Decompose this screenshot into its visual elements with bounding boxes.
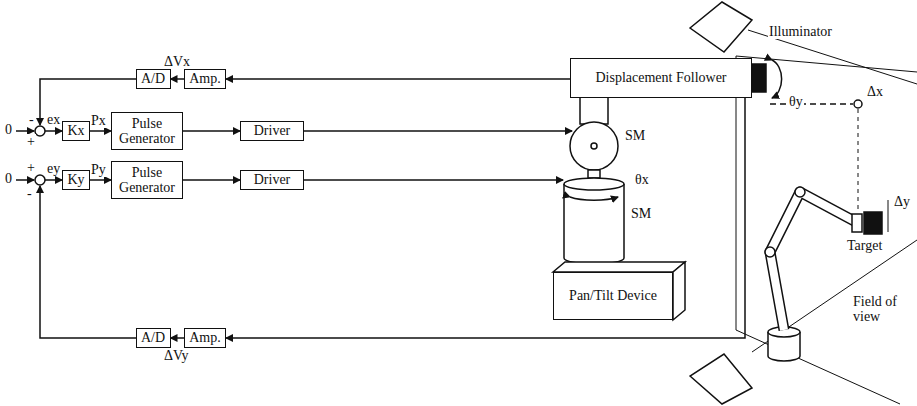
pan-motor [564,184,624,264]
input-line [16,130,34,132]
field-of-view [736,56,917,72]
signal-label: + [26,160,36,175]
signal-label: Δy [893,194,911,209]
box-text: Driver [254,172,291,187]
displacement-mark [888,200,889,232]
signal-label: Px [90,113,107,128]
signal-label: SM [630,206,652,221]
pan-motor-top [564,178,624,190]
box-text: Amp. [189,71,221,86]
box-text: Ky [67,172,84,187]
feedback-line [40,186,136,338]
error-line [45,179,62,181]
rotation-arrow [772,60,782,98]
pan-tilt-side [673,262,685,320]
signal-label: ΔVx [163,54,191,69]
signal-label: θy [788,94,804,109]
signal-label: - [28,112,35,127]
summing-junction [35,175,45,185]
signal-label: - [26,186,33,201]
gain-box: Ky [62,170,90,190]
pan-tilt-box: Pan/Tilt Device [553,272,673,320]
pan-tilt-top [553,262,685,272]
motor-shaft [591,143,597,149]
signal-connector [171,337,185,339]
signal-label: + [26,134,36,149]
signal-connector [183,130,240,132]
amplifier-box: Amp. [184,69,226,89]
summing-junction [35,126,45,136]
converter-box: A/D [136,69,171,89]
amplifier-box: Amp. [184,328,226,348]
signal-label: 0 [4,122,13,137]
driver-box: Driver [240,121,304,141]
signal-label: 0 [4,171,13,186]
gripper [852,214,862,232]
signal-label: Illuminator [768,24,833,39]
box-text: Kx [67,123,84,138]
box-text: Driver [254,123,291,138]
motor-bracket [580,98,608,124]
lens [752,64,766,92]
signal-connector [183,179,240,181]
box-text: A/D [141,330,165,345]
illuminator [690,2,752,52]
signal-label: Δx [866,84,884,99]
target-block [864,212,882,234]
box-text: Pulse Generator [115,165,179,196]
signal-label: Py [90,162,107,177]
signal-label: SM [624,128,646,143]
sensor-box: Displacement Follower [570,58,752,98]
generator-box: Pulse Generator [111,161,183,199]
error-line [45,130,62,132]
drive-line [304,179,563,181]
generator-box: Pulse Generator [111,112,183,150]
signal-label: ey [46,161,61,176]
signal-label: Target [846,238,883,253]
signal-label: ex [46,112,61,127]
signal-connector [226,78,570,80]
robot-arm [765,187,856,330]
signal-connector [226,98,745,338]
box-text: Pulse Generator [115,116,179,147]
gain-box: Kx [62,121,90,141]
converter-box: A/D [136,328,171,348]
target-point [854,100,862,108]
box-text: Amp. [189,330,221,345]
illuminator [690,354,752,404]
input-line [16,179,34,181]
box-text: Pan/Tilt Device [569,288,657,303]
signal-label: ΔVy [163,348,190,363]
projection-line [858,109,859,210]
drive-line [304,130,572,132]
signal-label: θx [634,172,650,187]
tilt-motor [570,122,618,170]
box-text: A/D [141,71,165,86]
motor-neck [588,170,600,178]
rotation-arrow [570,197,618,200]
sight-line [770,103,853,105]
box-text: Displacement Follower [595,70,726,85]
signal-connector [171,78,185,80]
driver-box: Driver [240,170,304,190]
field-of-view [736,330,900,404]
signal-label: Field of view [852,294,914,325]
signal-connector [90,130,111,132]
signal-connector [90,179,111,181]
